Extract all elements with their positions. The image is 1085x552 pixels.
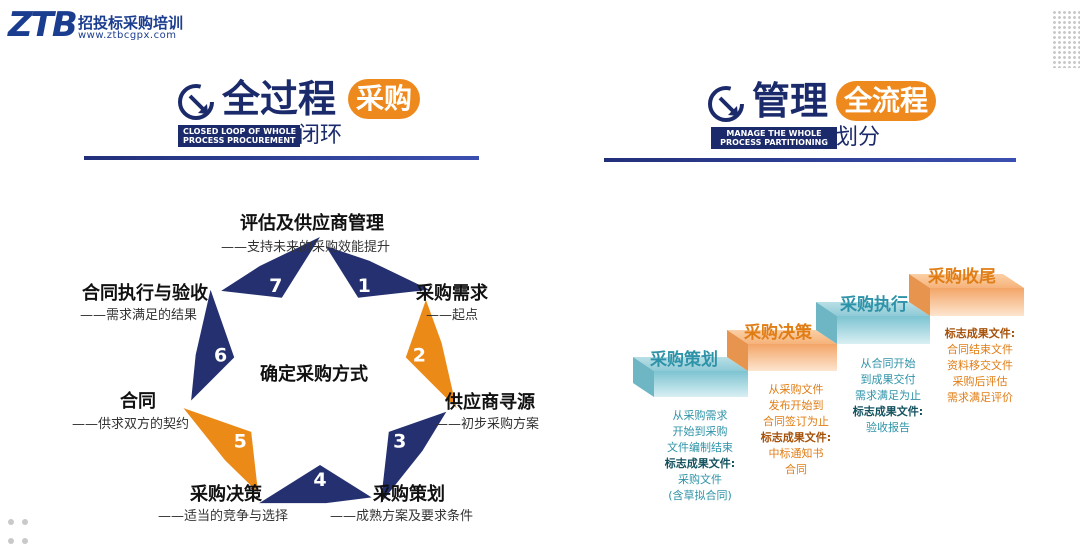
stair-2-result: 中标通知书 (768, 447, 824, 460)
stair-4-desc: 标志成果文件: 合同结束文件 资料移交文件 采购后评估 需求满足评价 (930, 326, 1030, 406)
decorative-dot (8, 519, 14, 525)
stair-4-result: 合同结束文件 (947, 343, 1013, 356)
cycle-number-7: 7 (269, 275, 282, 297)
stair-1-result: 采购文件 (678, 473, 722, 486)
step-6-title: 合同执行与验收 (82, 283, 208, 304)
step-7-title: 评估及供应商管理 (240, 213, 384, 234)
cycle-number-6: 6 (214, 344, 227, 366)
cycle-segment-4 (259, 465, 372, 504)
cycle-segment-1 (325, 246, 430, 298)
stair-1-desc: 从采购需求 开始到采购 文件编制结束 标志成果文件: 采购文件 (含草拟合同) (650, 408, 750, 504)
step-4-title: 采购决策 (190, 484, 262, 505)
step-7-sub: ——支持未来的采购效能提升 (221, 240, 391, 255)
logo-mark: ZTB (8, 5, 78, 45)
right-heading-tag-line2: PROCESS PARTITIONING (720, 138, 828, 147)
decorative-dot (22, 519, 28, 525)
left-heading-main: 全过程 (222, 77, 337, 121)
cycle-center-label: 确定采购方式 (260, 364, 368, 385)
stair-4-label: 采购收尾 (928, 267, 996, 287)
stair-2-line: 发布开始到 (768, 399, 824, 412)
cycle-segment-3 (380, 411, 447, 504)
stair-2 (727, 330, 837, 371)
cycle-segment-2 (405, 299, 457, 409)
decorative-dot-grid (1052, 10, 1080, 68)
stair-3-line: 到成果交付 (860, 373, 916, 386)
stair-4 (909, 274, 1024, 316)
stair-4-result: 需求满足评价 (947, 391, 1013, 404)
stair-4-result-label: 标志成果文件: (944, 327, 1016, 340)
clock-arrow-icon (708, 86, 744, 122)
step-1-sub: ——起点 (426, 308, 479, 323)
decorative-dot (8, 538, 14, 544)
stair-1-line: 从采购需求 (672, 409, 728, 422)
left-heading-pill: 采购 (348, 79, 421, 119)
right-heading-tag-line1: MANAGE THE WHOLE (726, 129, 822, 138)
left-heading-tag: CLOSED LOOP OF WHOLE PROCESS PROCUREMENT (178, 125, 300, 147)
step-1-title: 采购需求 (416, 283, 488, 304)
step-6-sub: ——需求满足的结果 (80, 308, 198, 323)
stair-2-line: 合同签订为止 (763, 415, 829, 428)
cycle-segment-6 (191, 289, 235, 401)
right-heading-tag: MANAGE THE WHOLE PROCESS PARTITIONING (711, 127, 837, 149)
stair-1-line: 开始到采购 (672, 425, 728, 438)
left-heading-sub: 闭环 (298, 123, 343, 148)
cycle-segment-7 (221, 237, 320, 298)
stair-2-result: 合同 (785, 463, 807, 476)
clock-arrow-icon (178, 84, 214, 120)
right-heading-sub: 划分 (836, 125, 881, 150)
stair-3-desc: 从合同开始 到成果交付 需求满足为止 标志成果文件: 验收报告 (838, 356, 938, 436)
stair-1-line: 文件编制结束 (667, 441, 733, 454)
right-heading-main: 管理 (752, 79, 829, 123)
cycle-segment-5 (183, 408, 259, 493)
step-4-sub: ——适当的竞争与选择 (158, 509, 289, 524)
step-3-sub: ——成熟方案及要求条件 (330, 509, 474, 524)
step-5-sub: ——供求双方的契约 (72, 417, 190, 432)
stair-3-result-label: 标志成果文件: (852, 405, 924, 418)
step-2-title: 供应商寻源 (445, 392, 535, 413)
stair-4-result: 采购后评估 (952, 375, 1008, 388)
stair-3-line: 从合同开始 (860, 357, 916, 370)
cycle-number-5: 5 (234, 431, 247, 453)
stair-2-line: 从采购文件 (768, 383, 824, 396)
step-3-title: 采购策划 (373, 484, 445, 505)
cycle-number-2: 2 (413, 344, 426, 366)
cycle-number-1: 1 (358, 275, 371, 297)
cycle-number-4: 4 (313, 469, 326, 491)
right-heading-rule (604, 158, 1016, 162)
step-2-sub: ——初步采购方案 (435, 417, 540, 432)
stair-1-result: (含草拟合同) (668, 489, 732, 502)
stair-2-label: 采购决策 (744, 323, 812, 343)
stair-3-label: 采购执行 (840, 295, 908, 315)
stair-1-result-label: 标志成果文件: (664, 457, 736, 470)
stair-2-result-label: 标志成果文件: (760, 431, 832, 444)
left-heading-tag-line1: CLOSED LOOP OF WHOLE (183, 127, 297, 136)
stair-3-line: 需求满足为止 (855, 389, 921, 402)
logo-url: www.ztbcgpx.com (78, 30, 177, 41)
stair-3 (816, 302, 930, 344)
stair-1-label: 采购策划 (650, 350, 718, 370)
left-heading-rule (84, 156, 479, 160)
left-heading-tag-line2: PROCESS PROCUREMENT (183, 136, 296, 145)
logo-name: 招投标采购培训 (78, 14, 184, 32)
stair-4-result: 资料移交文件 (947, 359, 1013, 372)
stair-1 (633, 357, 748, 397)
step-5-title: 合同 (120, 391, 156, 412)
decorative-dot (22, 538, 28, 544)
cycle-number-3: 3 (393, 431, 406, 453)
stair-3-result: 验收报告 (866, 421, 910, 434)
stair-2-desc: 从采购文件 发布开始到 合同签订为止 标志成果文件: 中标通知书 合同 (746, 382, 846, 478)
right-heading-pill: 全流程 (836, 81, 937, 121)
